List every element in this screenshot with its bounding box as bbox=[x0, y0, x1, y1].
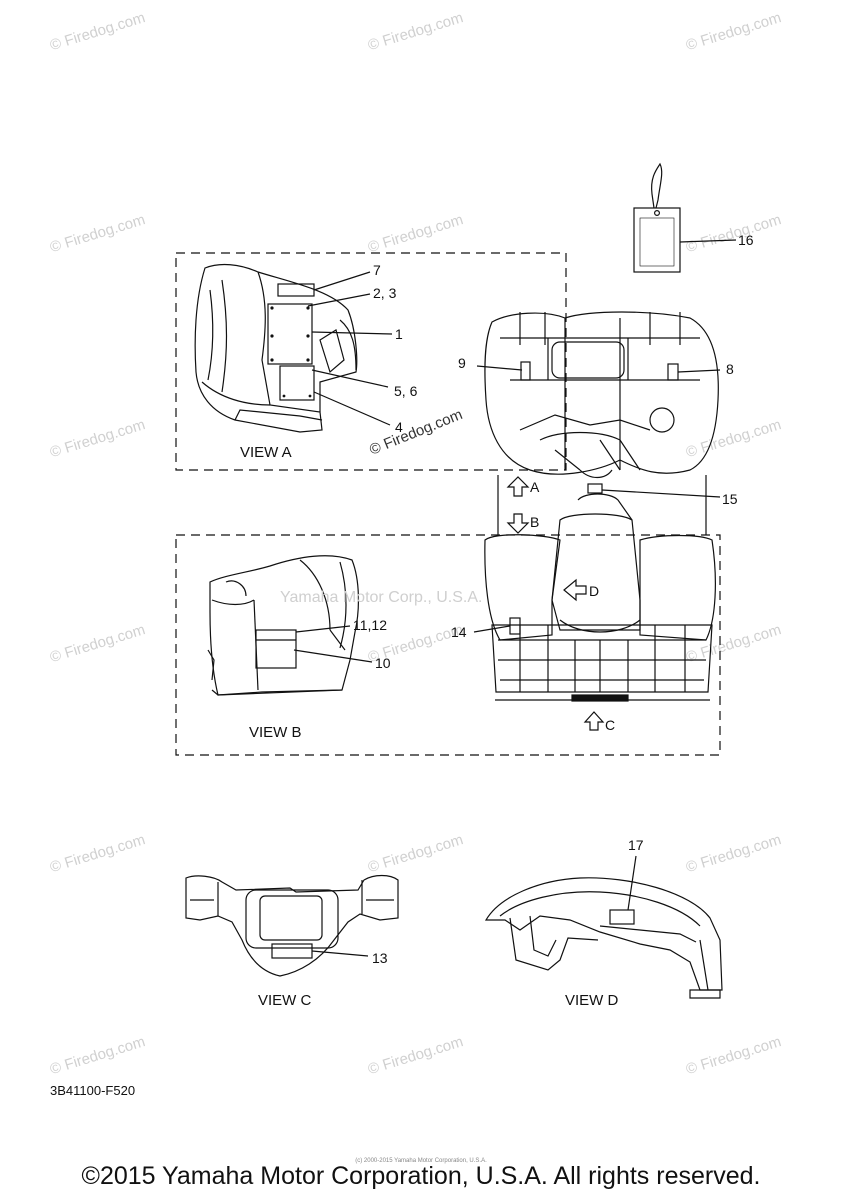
callout-4: 4 bbox=[395, 419, 403, 435]
view-b-label: VIEW B bbox=[249, 724, 302, 741]
view-c-label: VIEW C bbox=[258, 992, 312, 1009]
callout-5-6: 5, 6 bbox=[394, 383, 418, 399]
callout-11-12: 11,12 bbox=[353, 617, 387, 633]
arrow-a-icon bbox=[506, 476, 530, 497]
arrow-d-label: D bbox=[589, 583, 599, 599]
view-b-frame bbox=[175, 534, 721, 756]
callout-17: 17 bbox=[628, 837, 644, 853]
callout-2-3: 2, 3 bbox=[373, 285, 397, 301]
arrow-a-label: A bbox=[530, 479, 540, 495]
inline-watermark: © Firedog.com bbox=[367, 406, 465, 459]
view-d-label: VIEW D bbox=[565, 992, 619, 1009]
center-watermark: Yamaha Motor Corp., U.S.A. bbox=[280, 589, 482, 606]
callout-8: 8 bbox=[726, 361, 734, 377]
view-d-drawing bbox=[484, 855, 723, 999]
tiny-notice: (c) 2000-2015 Yamaha Motor Corporation, … bbox=[355, 1158, 487, 1164]
arrow-b-icon bbox=[506, 513, 530, 534]
view-a-frame bbox=[175, 252, 567, 471]
view-c-drawing bbox=[185, 874, 399, 977]
arrow-d-icon bbox=[563, 578, 587, 602]
view-b-fender-drawing bbox=[207, 555, 373, 696]
callout-1: 1 bbox=[395, 326, 403, 342]
callout-15: 15 bbox=[722, 491, 738, 507]
arrow-b-label: B bbox=[530, 514, 539, 530]
view-a-fender-drawing bbox=[194, 263, 393, 433]
callout-10: 10 bbox=[375, 655, 391, 671]
arrow-c-icon bbox=[583, 711, 605, 731]
arrow-c-label: C bbox=[605, 717, 615, 733]
copyright-footer: ©2015 Yamaha Motor Corporation, U.S.A. A… bbox=[81, 1162, 761, 1190]
callout-14: 14 bbox=[451, 624, 467, 640]
atv-top-view-drawing bbox=[484, 311, 719, 702]
view-a-label: VIEW A bbox=[240, 444, 292, 461]
callout-13: 13 bbox=[372, 950, 388, 966]
callout-9: 9 bbox=[458, 355, 466, 371]
tag-16-drawing bbox=[633, 162, 737, 273]
callout-16: 16 bbox=[738, 232, 754, 248]
part-code: 3B41100-F520 bbox=[50, 1083, 136, 1098]
callout-7: 7 bbox=[373, 262, 381, 278]
